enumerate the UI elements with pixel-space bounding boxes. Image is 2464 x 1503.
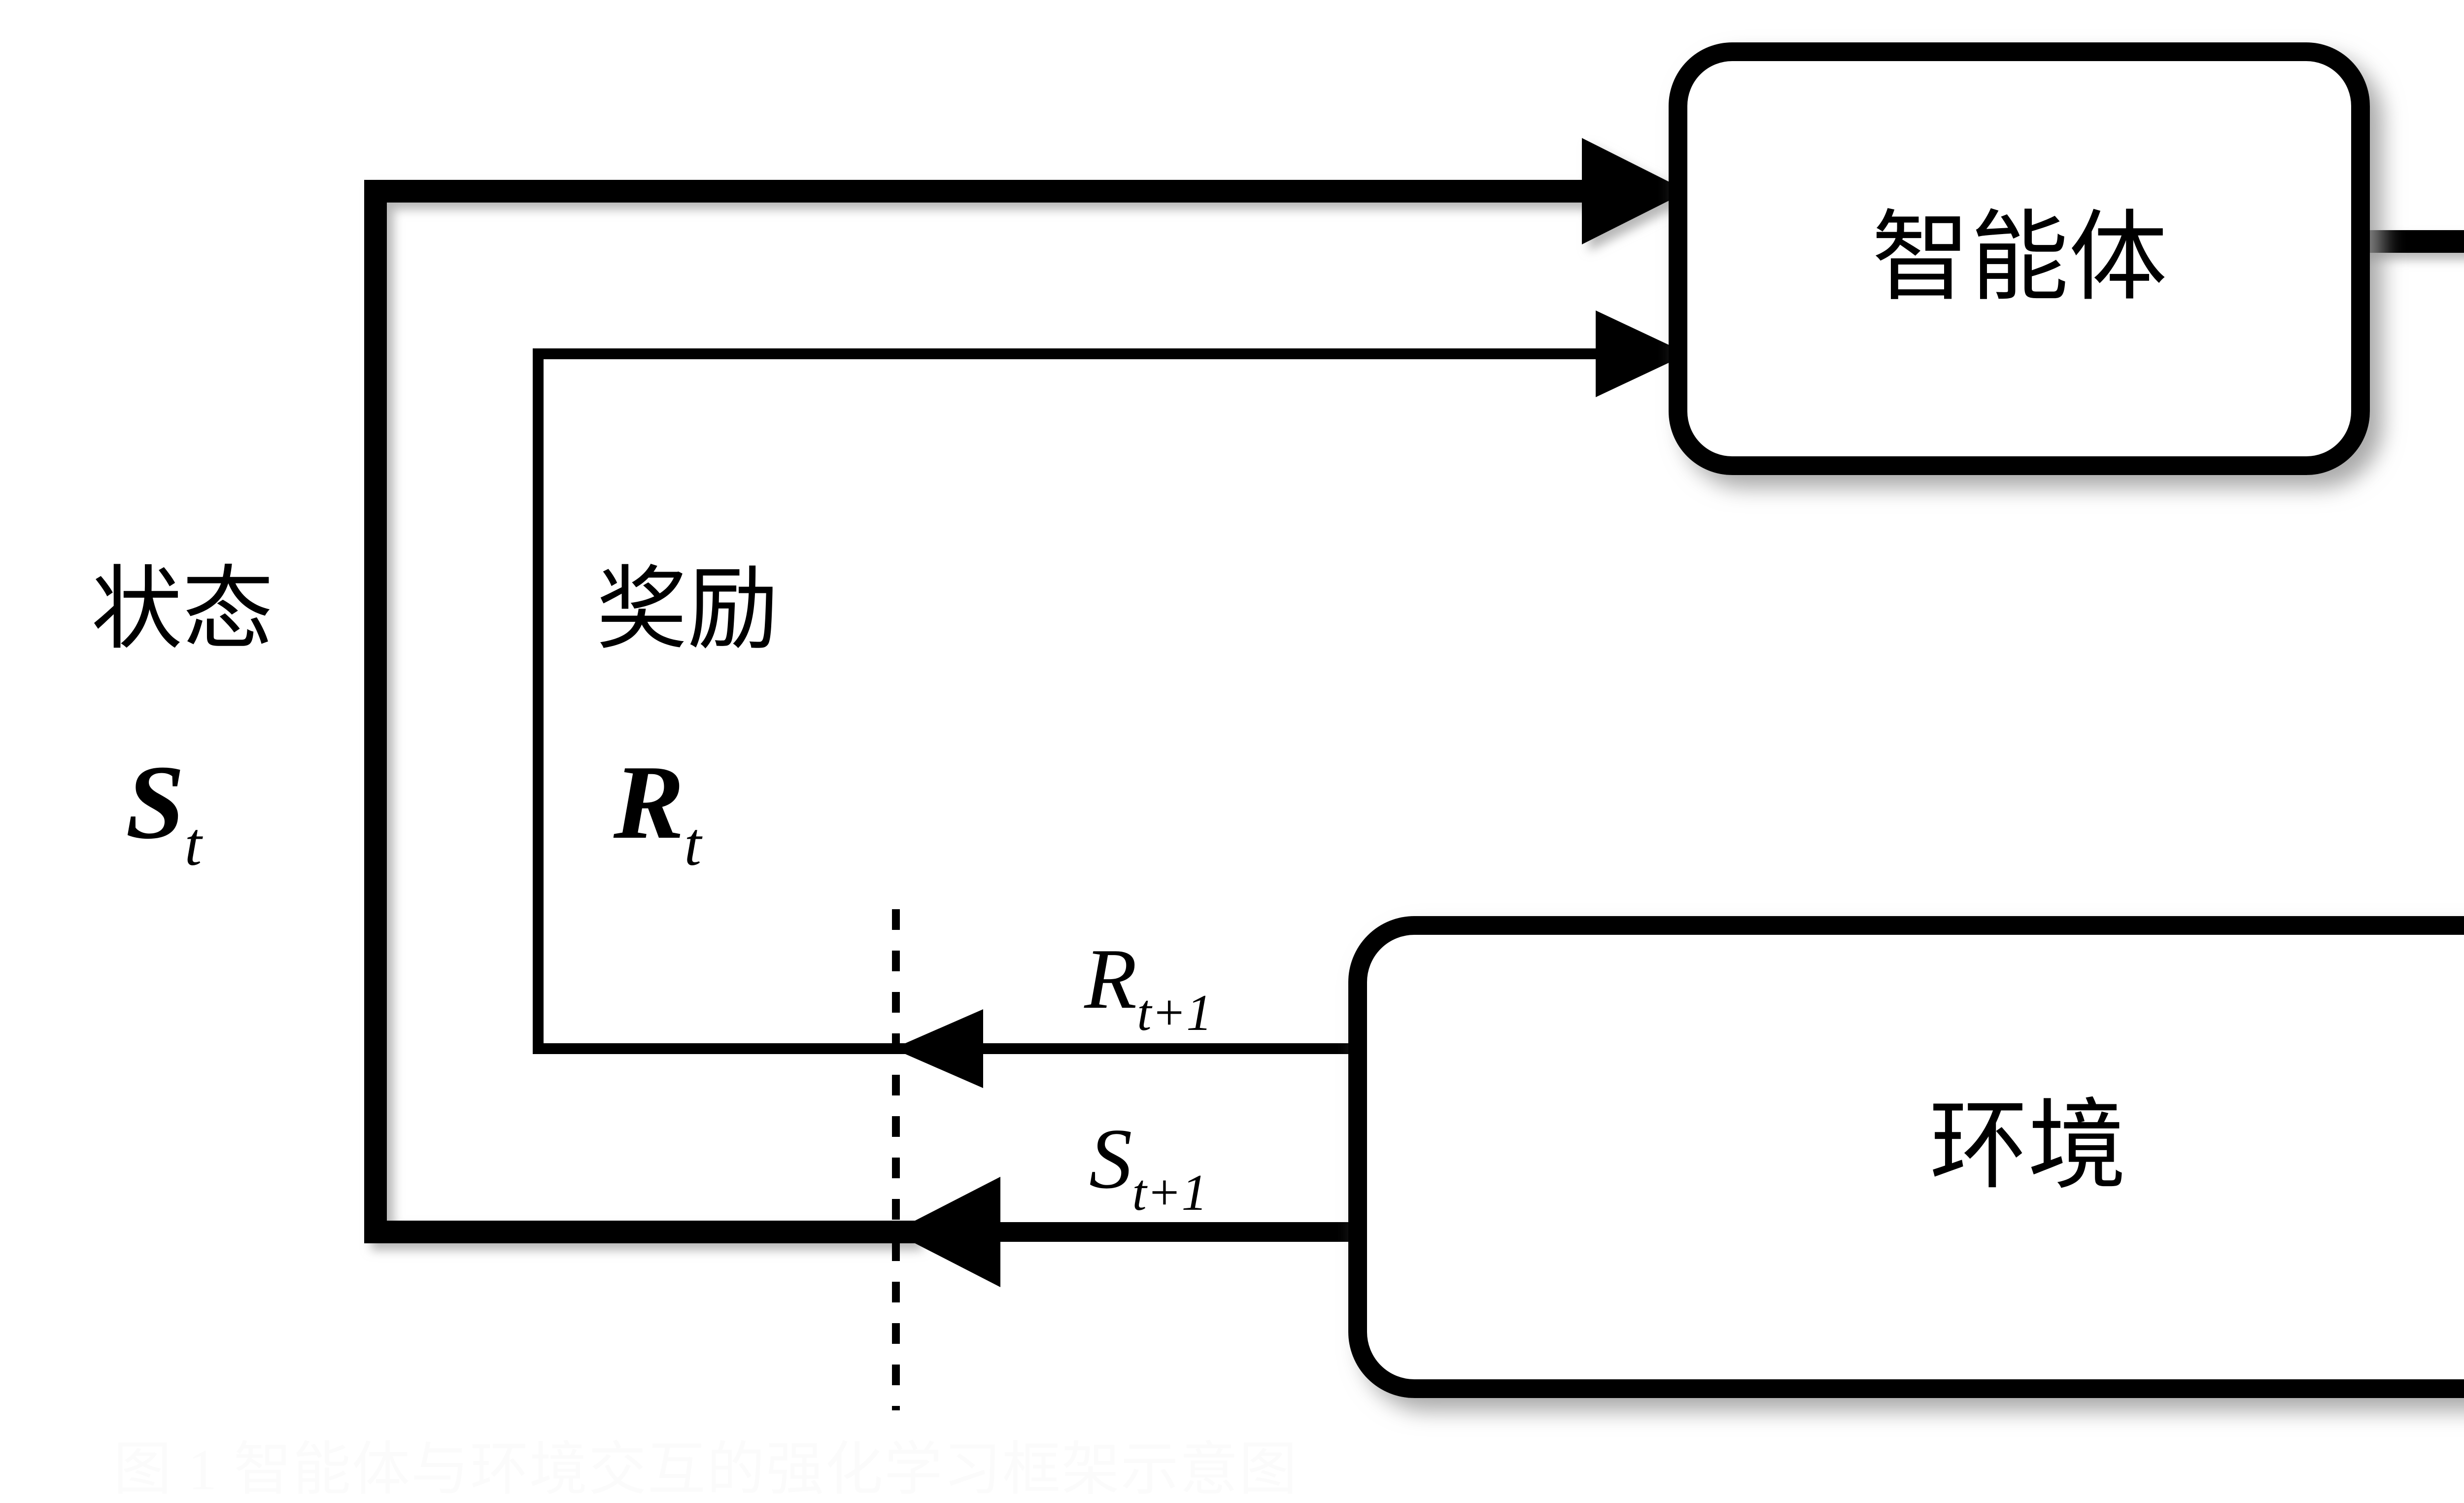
reward-edge xyxy=(533,310,1688,1054)
state-label-cn: 状态 xyxy=(91,560,274,661)
reward-label-cn: 奖励 xyxy=(596,560,779,661)
reward-next-sub: t+1 xyxy=(1137,984,1212,1041)
reward-symbol-base: R xyxy=(613,743,684,861)
reward-next-base: R xyxy=(1084,931,1137,1026)
environment-box[interactable]: 环境 xyxy=(1348,916,2464,1398)
state-next-edge xyxy=(893,1177,1358,1287)
state-label-symbol: St xyxy=(126,743,204,879)
reward-label-symbol: Rt xyxy=(613,743,703,879)
environment-box-label: 环境 xyxy=(1929,1093,2126,1201)
state-label-group: 状态 St xyxy=(91,560,274,879)
state-symbol-sub: t xyxy=(185,811,204,879)
agent-box-label: 智能体 xyxy=(1872,204,2167,313)
agent-box[interactable]: 智能体 xyxy=(1669,42,2370,475)
reward-symbol-sub: t xyxy=(684,811,703,879)
reward-next-label: Rt+1 xyxy=(1084,931,1212,1041)
reward-next-edge xyxy=(893,1009,1358,1088)
state-symbol-base: S xyxy=(126,743,185,861)
figure-caption: 图 1 智能体与环境交互的强化学习框架示意图 xyxy=(113,1437,1299,1502)
state-next-base: S xyxy=(1089,1111,1132,1206)
state-next-sub: t+1 xyxy=(1132,1163,1207,1221)
state-next-label: St+1 xyxy=(1089,1111,1207,1221)
reward-label-group: 奖励 Rt xyxy=(596,560,779,879)
state-edge xyxy=(364,138,1688,1243)
